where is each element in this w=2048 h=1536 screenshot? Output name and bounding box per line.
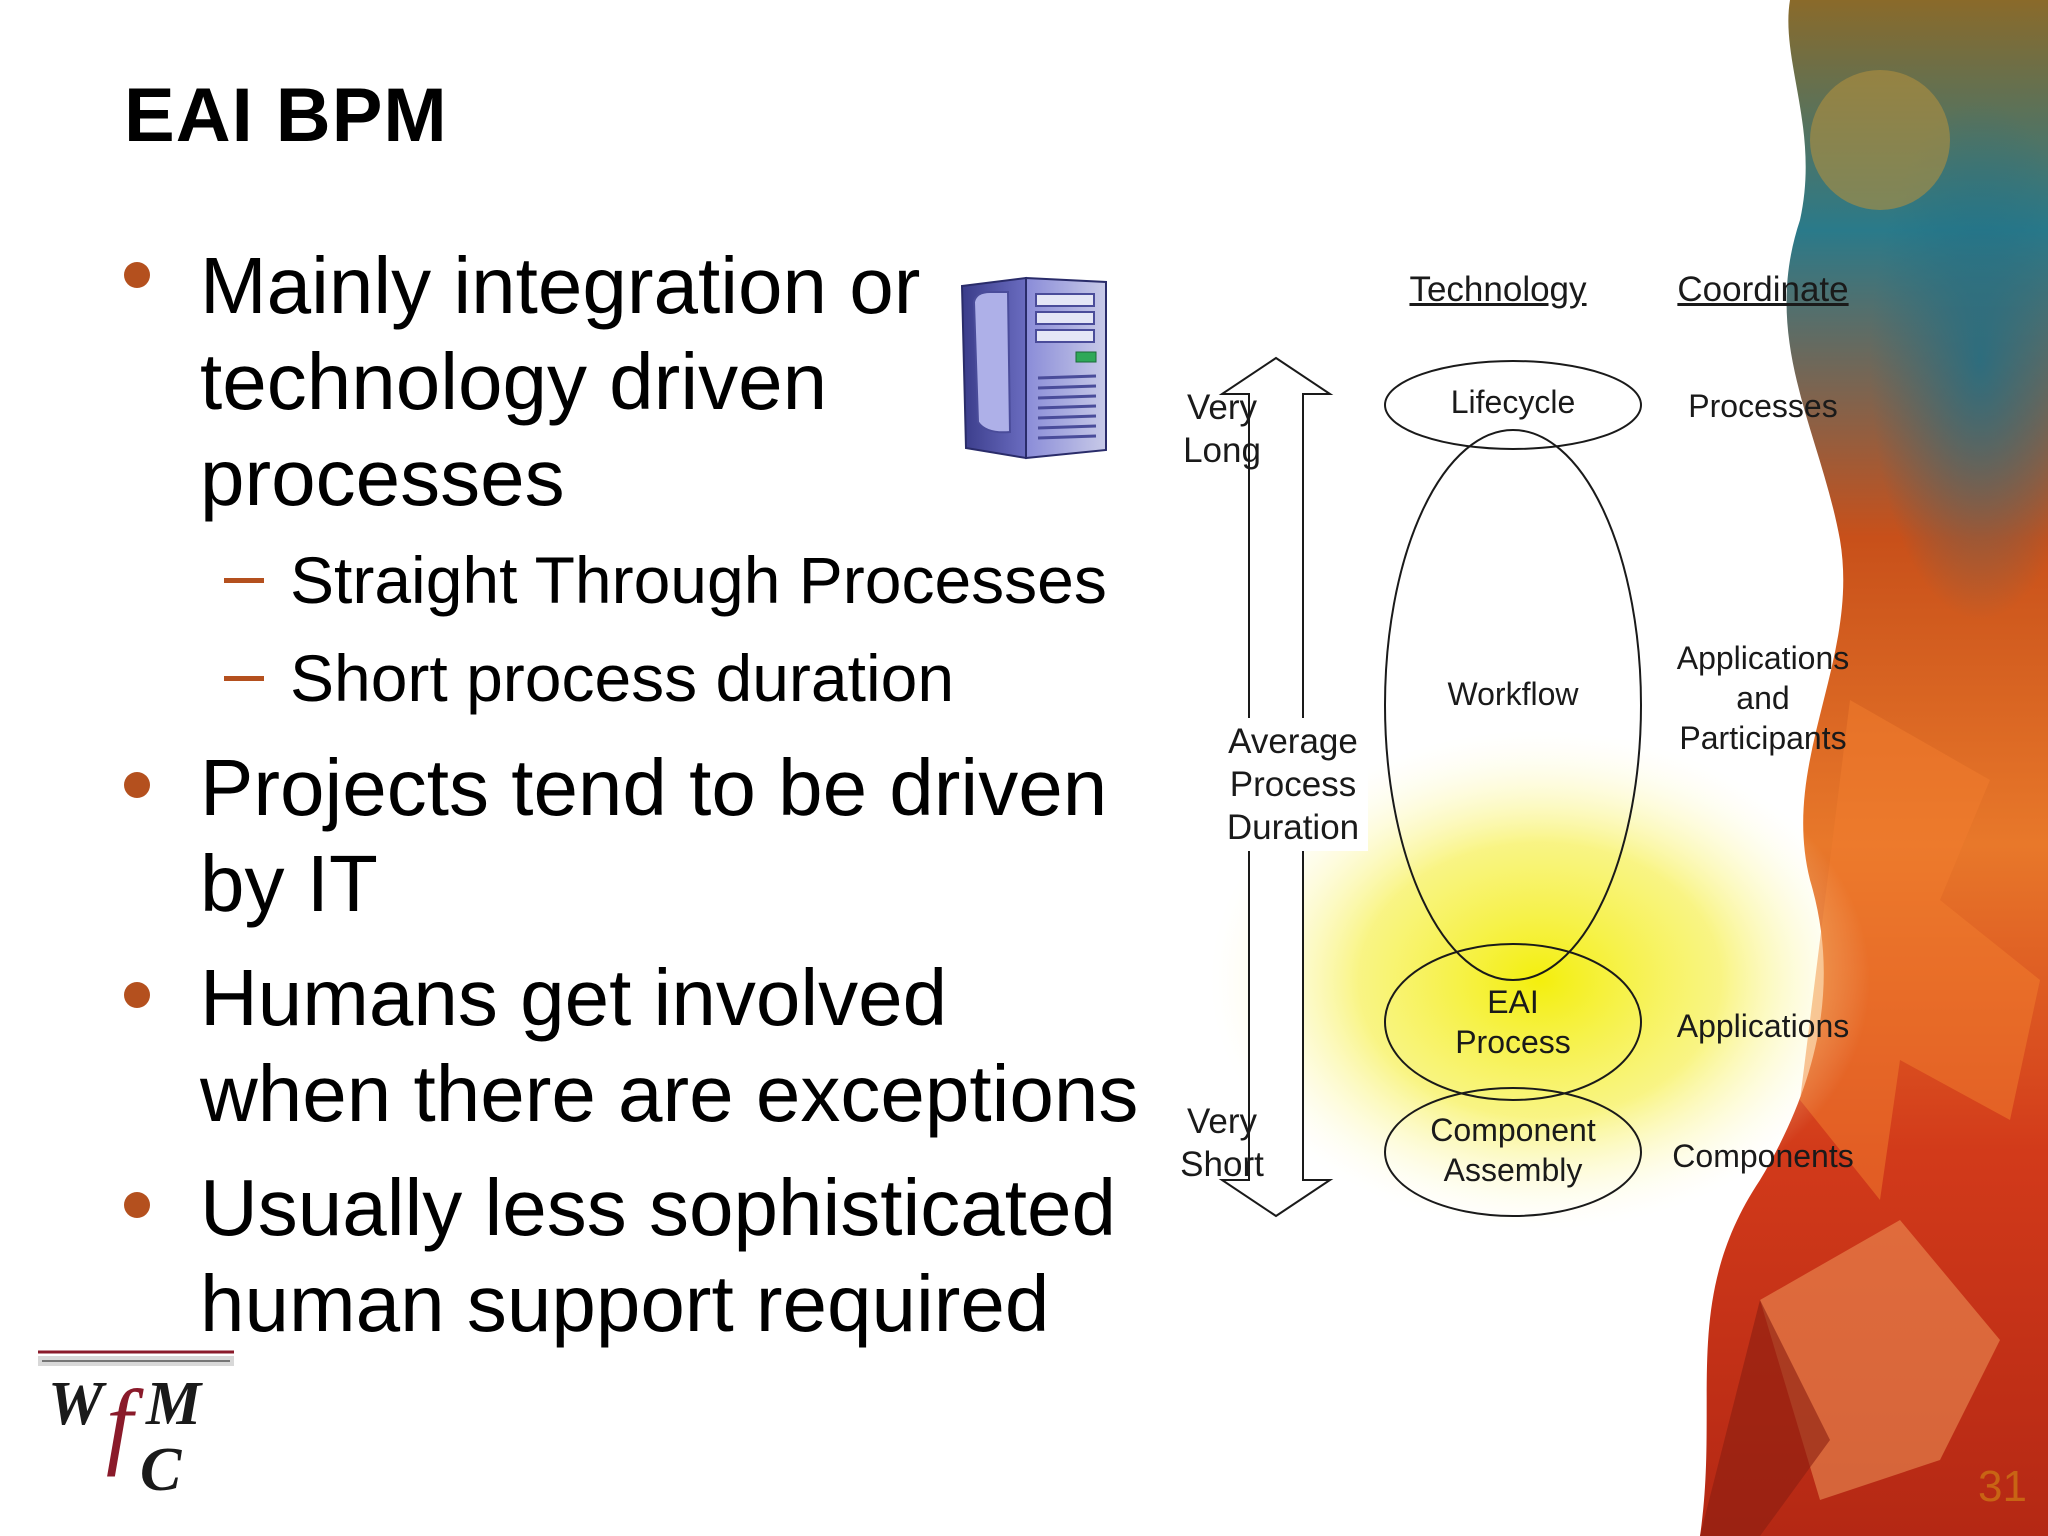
label-very-short: Very Short: [1172, 1100, 1272, 1186]
bullet-dot: [124, 982, 150, 1008]
label-very-short-line-1: Very: [1186, 1102, 1258, 1141]
label-eai: EAI: [1487, 984, 1539, 1020]
bullet-2-line-1: Projects tend to be driven: [200, 743, 1108, 832]
label-very-short-line-2: Short: [1180, 1145, 1264, 1184]
sub-bullet-2: Short process duration: [290, 641, 955, 715]
sub-bullet-dash: [224, 578, 264, 583]
wfmc-logo: W f M C: [38, 1350, 234, 1500]
workflow-ellipse: [1384, 429, 1642, 981]
label-process: Process: [1229, 765, 1357, 804]
bullet-4-line-1: Usually less sophisticated: [200, 1163, 1116, 1252]
label-lifecycle: Lifecycle: [1450, 384, 1576, 420]
label-average: Average: [1228, 722, 1358, 761]
bullet-dot: [124, 772, 150, 798]
bullet-dot: [124, 1192, 150, 1218]
bullet-1-line-2: technology driven: [200, 337, 828, 426]
label-duration: Duration: [1226, 808, 1360, 847]
label-workflow: Workflow: [1447, 676, 1579, 712]
svg-text:C: C: [140, 1436, 182, 1500]
sub-bullet-dash: [224, 676, 264, 681]
slide-title: EAI BPM: [124, 73, 448, 158]
bullet-2-line-2: by IT: [200, 839, 378, 928]
coord-and-line: and: [1736, 680, 1790, 716]
coord-processes: Processes: [1688, 388, 1838, 424]
coord-applications-participants: Applications and Participants: [1653, 638, 1873, 758]
bullet-dot: [124, 262, 150, 288]
bullet-3-line-1: Humans get involved: [200, 953, 948, 1042]
label-eai-process: EAI Process: [1413, 982, 1613, 1062]
label-average-duration: Average Process Duration: [1218, 718, 1368, 851]
svg-text:M: M: [145, 1370, 203, 1438]
coord-applications-line: Applications: [1676, 640, 1850, 676]
page-number: 31: [1978, 1462, 2027, 1511]
label-component: Component: [1430, 1112, 1596, 1148]
bullet-1-line-3: processes: [200, 433, 565, 522]
label-assembly: Assembly: [1443, 1152, 1583, 1188]
header-technology: Technology: [1409, 270, 1587, 309]
svg-text:W: W: [48, 1370, 107, 1438]
svg-text:f: f: [106, 1370, 144, 1477]
component-assembly-ellipse: [1384, 1087, 1642, 1217]
coord-participants-line: Participants: [1679, 720, 1847, 756]
coord-components: Components: [1672, 1138, 1854, 1174]
bullet-1-line-1: Mainly integration or: [200, 241, 921, 330]
bullet-3-line-2: when there are exceptions: [200, 1049, 1139, 1138]
label-very-long: Very Long: [1172, 386, 1272, 472]
label-very-long-line-1: Very: [1186, 388, 1258, 427]
server-icon: [960, 276, 1107, 460]
label-very-long-line-2: Long: [1183, 431, 1261, 470]
sub-bullet-1: Straight Through Processes: [290, 543, 1107, 617]
eai-process-ellipse: [1384, 943, 1642, 1101]
label-process-eai: Process: [1455, 1024, 1571, 1060]
header-coordinate: Coordinate: [1677, 270, 1849, 309]
lifecycle-ellipse: [1384, 360, 1642, 450]
label-component-assembly: Component Assembly: [1403, 1110, 1623, 1190]
coord-applications: Applications: [1676, 1008, 1850, 1044]
bullet-4-line-2: human support required: [200, 1259, 1050, 1348]
